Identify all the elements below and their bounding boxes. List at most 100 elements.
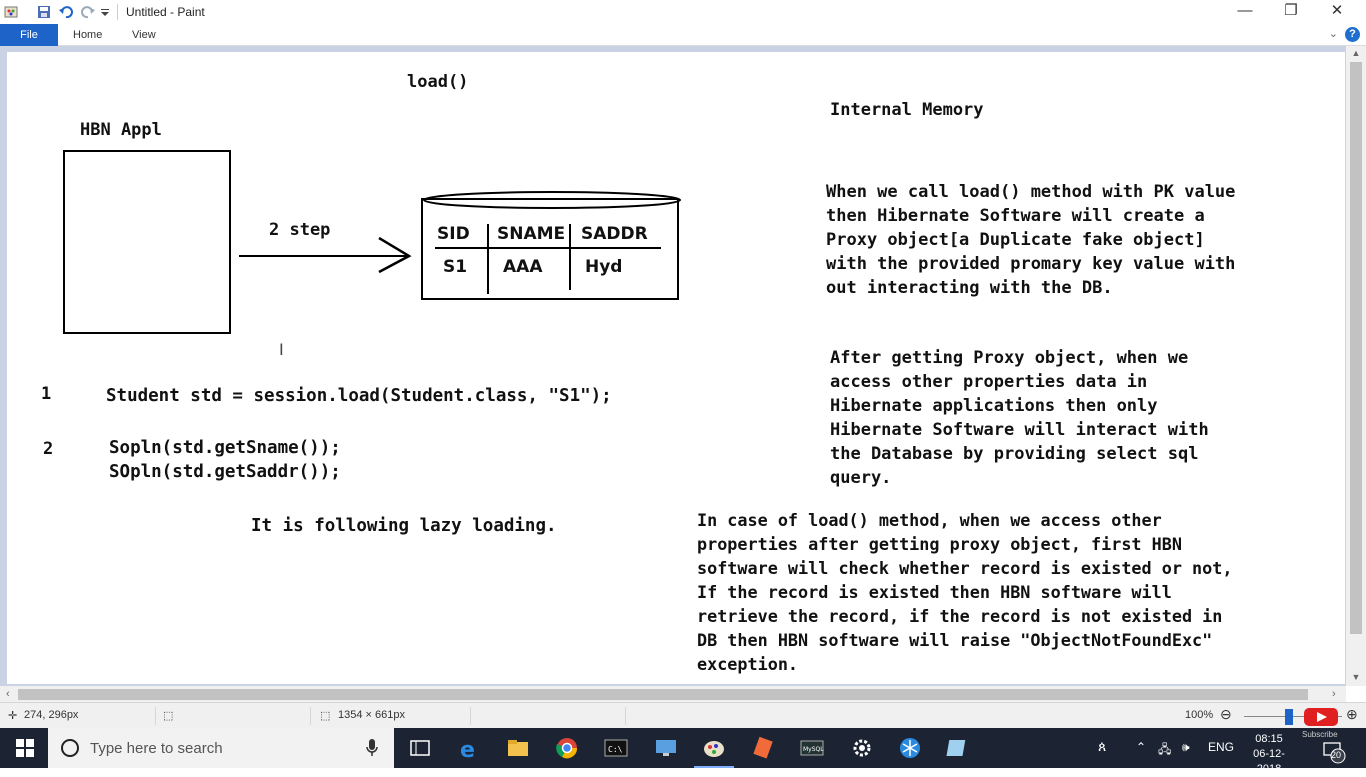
notification-count: 20 xyxy=(1331,750,1342,760)
cortana-icon xyxy=(61,739,79,757)
code-line-1: Student std = session.load(Student.class… xyxy=(106,386,612,406)
file-explorer-icon[interactable] xyxy=(506,736,530,760)
svg-text:C:\: C:\ xyxy=(608,745,623,754)
chrome-icon[interactable] xyxy=(555,736,579,760)
workspace: load() Internal Memory HBN Appl 2 step S… xyxy=(0,46,1366,686)
table-header-sname: SNAME xyxy=(497,224,566,244)
scroll-up-icon[interactable]: ▲ xyxy=(1351,48,1361,58)
task-view-icon[interactable] xyxy=(408,736,432,760)
tab-home[interactable]: Home xyxy=(73,29,103,41)
language-indicator[interactable]: ENG xyxy=(1208,740,1235,754)
snipping-tool-icon[interactable] xyxy=(752,736,776,760)
selection-size-icon: ⬚ xyxy=(163,710,174,722)
para-line: Proxy object[a Duplicate fake object] xyxy=(826,230,1205,250)
arrow-icon xyxy=(239,236,412,274)
horizontal-scroll-thumb[interactable] xyxy=(18,689,1308,700)
scroll-down-icon[interactable]: ▼ xyxy=(1351,672,1361,682)
code-line-2b: SOpln(std.getSaddr()); xyxy=(109,462,341,482)
horizontal-scrollbar[interactable]: ‹ › xyxy=(0,686,1346,702)
drawing-canvas[interactable]: load() Internal Memory HBN Appl 2 step S… xyxy=(7,52,1345,684)
text-cursor-icon: I xyxy=(279,340,284,359)
taskbar-search[interactable]: Type here to search xyxy=(48,728,394,768)
para-object-not-found: In case of load() method, when we access… xyxy=(697,508,1232,676)
active-app-indicator xyxy=(694,766,734,768)
title-separator xyxy=(117,4,118,20)
zoom-level: 100% xyxy=(1185,709,1214,721)
tab-file[interactable]: File xyxy=(0,24,58,46)
save-icon[interactable] xyxy=(36,4,52,20)
para-line: software will check whether record is ex… xyxy=(697,558,1233,578)
table-cell-saddr: Hyd xyxy=(585,257,623,277)
settings-gear-icon[interactable] xyxy=(850,736,874,760)
redo-icon[interactable] xyxy=(80,4,96,20)
minimize-button[interactable]: — xyxy=(1237,2,1253,19)
status-separator xyxy=(470,707,471,725)
zoom-out-icon[interactable]: ⊖ xyxy=(1220,706,1232,722)
help-icon[interactable]: ? xyxy=(1345,27,1360,42)
paint-taskbar-icon[interactable] xyxy=(702,736,726,760)
code-line-number: 2 xyxy=(43,439,54,459)
para-line: When we call load() method with PK value xyxy=(826,182,1236,202)
subscribe-label: Subscribe xyxy=(1302,730,1338,739)
tab-view[interactable]: View xyxy=(132,29,156,41)
para-line: access other properties data in xyxy=(830,372,1148,392)
code-line-2a: Sopln(std.getSname()); xyxy=(109,438,341,458)
table-cell-sname: AAA xyxy=(503,257,543,277)
notes-app-icon[interactable] xyxy=(946,736,970,760)
hbn-appl-label: HBN Appl xyxy=(80,120,162,140)
people-icon[interactable]: ጰ xyxy=(1098,738,1107,754)
para-line: the Database by providing select sql xyxy=(830,444,1199,464)
database-top-icon xyxy=(423,191,681,209)
para-line: Hibernate applications then only xyxy=(830,396,1158,416)
notification-icon[interactable] xyxy=(1322,740,1348,764)
customize-toolbar-icon[interactable] xyxy=(100,4,110,20)
para-proxy-access: After getting Proxy object, when we acce… xyxy=(830,346,1209,490)
network-icon[interactable]: 🖧 xyxy=(1158,742,1172,756)
close-button[interactable]: ✕ xyxy=(1330,2,1344,19)
status-separator xyxy=(625,707,626,725)
clock[interactable]: 08:15 06-12-2018 xyxy=(1244,732,1294,777)
edge-icon[interactable]: e xyxy=(458,736,482,763)
lazy-loading-note: It is following lazy loading. xyxy=(251,516,557,536)
table-header-saddr: SADDR xyxy=(581,224,648,244)
para-line: out interacting with the DB. xyxy=(826,278,1113,298)
youtube-icon[interactable] xyxy=(1302,706,1342,728)
undo-icon[interactable] xyxy=(58,4,74,20)
table-col-divider xyxy=(487,224,489,294)
status-separator xyxy=(310,707,311,725)
maximize-button[interactable]: ❐ xyxy=(1284,2,1298,19)
para-line: DB then HBN software will raise "ObjectN… xyxy=(697,630,1213,650)
database-table: SID SNAME SADDR S1 AAA Hyd xyxy=(421,198,679,300)
para-line: Hibernate Software will interact with xyxy=(830,420,1209,440)
para-line: retrieve the record, if the record is no… xyxy=(697,606,1223,626)
hbn-app-box xyxy=(63,150,231,334)
para-line: exception. xyxy=(697,654,799,674)
canvas-size-icon: ⬚ xyxy=(320,710,331,722)
load-heading: load() xyxy=(407,72,469,92)
ribbon-collapse-icon[interactable]: ⌄ xyxy=(1328,28,1338,40)
microphone-icon[interactable] xyxy=(366,739,378,757)
scroll-left-icon[interactable]: ‹ xyxy=(6,688,10,700)
zoom-slider[interactable] xyxy=(1244,716,1342,717)
step-label: 2 step xyxy=(269,220,331,240)
vertical-scroll-thumb[interactable] xyxy=(1350,62,1362,634)
scroll-right-icon[interactable]: › xyxy=(1332,688,1336,700)
command-prompt-icon[interactable]: C:\ xyxy=(604,736,628,760)
cursor-position-icon: ✛ xyxy=(8,710,18,722)
table-col-divider xyxy=(569,224,571,290)
windows-start-icon[interactable] xyxy=(16,739,34,757)
zoom-in-icon[interactable]: ⊕ xyxy=(1346,706,1358,722)
vertical-scrollbar[interactable]: ▲ ▼ xyxy=(1346,46,1366,686)
title-bar: Untitled - Paint — ❐ ✕ xyxy=(0,0,1366,24)
volume-icon[interactable]: 🕪 xyxy=(1182,740,1190,754)
remote-desktop-icon[interactable] xyxy=(654,736,678,760)
table-cell-sid: S1 xyxy=(443,257,468,277)
table-header-sid: SID xyxy=(437,224,470,244)
snowflake-app-icon[interactable] xyxy=(898,736,922,760)
status-separator xyxy=(155,707,156,725)
tray-chevron-icon[interactable]: ⌃ xyxy=(1136,740,1147,754)
mysql-icon[interactable]: MySQL xyxy=(800,736,824,760)
taskbar: Type here to search e C:\ MySQL ጰ ⌃ 🖧 🕪 … xyxy=(0,728,1366,775)
svg-text:MySQL: MySQL xyxy=(803,746,824,753)
zoom-slider-thumb[interactable] xyxy=(1285,709,1293,725)
